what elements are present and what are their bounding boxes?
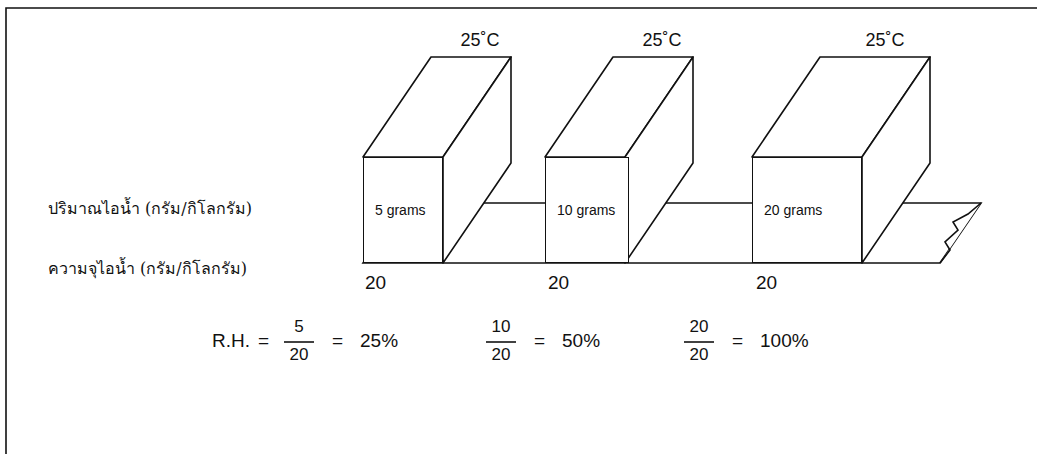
row-label: ความจุไอน้ำ (กรัม/กิโลกรัม) bbox=[48, 260, 247, 278]
temperature-label: 25˚C bbox=[865, 30, 904, 51]
equals-sign: = bbox=[534, 330, 545, 352]
percent-value: 25% bbox=[360, 330, 398, 352]
fraction-denominator: 20 bbox=[492, 345, 511, 365]
vapour-amount: 5 grams bbox=[364, 202, 426, 218]
temperature-label: 25˚C bbox=[642, 30, 681, 51]
cube-front-face: 5 grams bbox=[363, 157, 443, 263]
capacity-value: 20 bbox=[548, 272, 569, 294]
equals-sign: = bbox=[332, 330, 343, 352]
frame bbox=[6, 8, 1037, 454]
fraction-numerator: 5 bbox=[294, 317, 303, 337]
fraction-denominator: 20 bbox=[690, 345, 709, 365]
cube-faces bbox=[363, 57, 930, 263]
fraction-numerator: 20 bbox=[690, 317, 709, 337]
formula-text: R.H. bbox=[212, 330, 250, 352]
row-label: ปริมาณไอน้ำ (กรัม/กิโลกรัม) bbox=[48, 200, 252, 218]
fraction-numerator: 10 bbox=[492, 317, 511, 337]
fraction-bars bbox=[284, 341, 714, 343]
cube-front-face: 20 grams bbox=[752, 157, 862, 263]
capacity-value: 20 bbox=[365, 272, 386, 294]
equals-sign: = bbox=[258, 330, 269, 352]
cube-front-face: 10 grams bbox=[545, 157, 629, 263]
temperature-label: 25˚C bbox=[460, 30, 499, 51]
fraction-denominator: 20 bbox=[290, 345, 309, 365]
percent-value: 50% bbox=[562, 330, 600, 352]
vapour-amount: 10 grams bbox=[546, 202, 615, 218]
vapour-amount: 20 grams bbox=[753, 202, 822, 218]
percent-value: 100% bbox=[760, 330, 809, 352]
capacity-value: 20 bbox=[756, 272, 777, 294]
equals-sign: = bbox=[732, 330, 743, 352]
